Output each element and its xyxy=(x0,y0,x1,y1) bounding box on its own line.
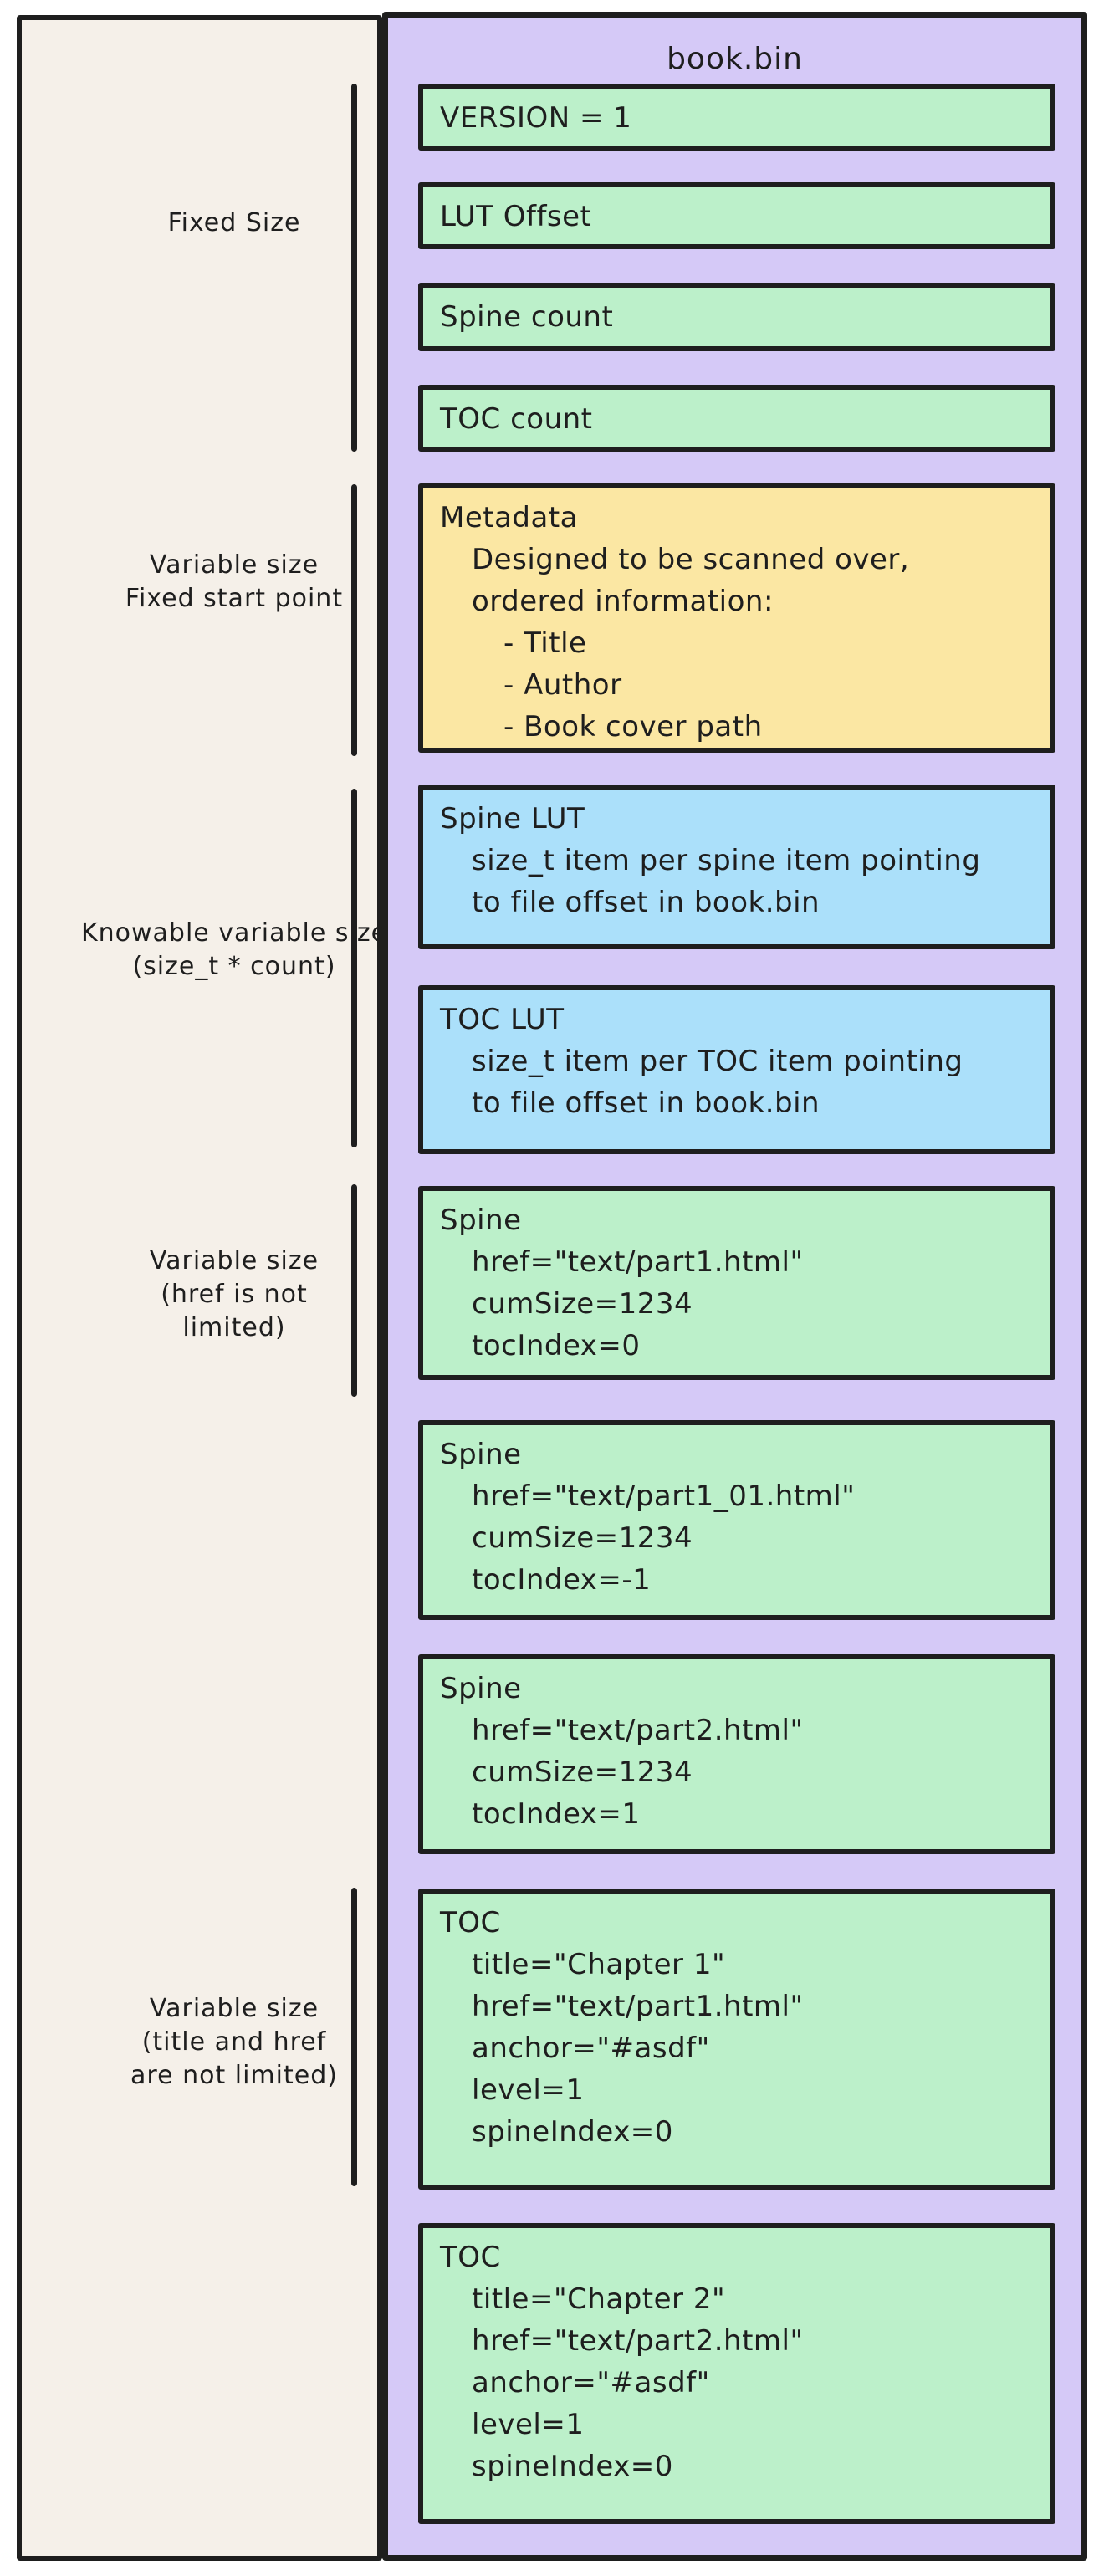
box-line: TOC xyxy=(440,2241,501,2274)
box-line: cumSize=1234 xyxy=(472,1287,693,1321)
range-label-line: Variable size xyxy=(149,550,319,580)
range-label-line: are not limited) xyxy=(130,2061,338,2090)
range-bracket xyxy=(351,484,357,756)
box-line: spineIndex=0 xyxy=(472,2450,673,2483)
box-line: - Author xyxy=(503,668,622,702)
box-line: href="text/part2.html" xyxy=(472,2324,804,2358)
range-bracket xyxy=(351,1888,357,2186)
box-version: VERSION = 1 xyxy=(418,84,1055,151)
box-spine-lut: Spine LUT size_t item per spine item poin… xyxy=(418,785,1055,949)
range-label-line: Variable size xyxy=(149,1246,319,1275)
box-line: size_t item per spine item pointing xyxy=(472,844,981,877)
range-label-line: Fixed start point xyxy=(125,584,344,613)
range-label: Variable size (title and href are not limi… xyxy=(67,1992,401,2093)
box-line: Spine xyxy=(440,1204,522,1237)
range-label-line: Knowable variable size xyxy=(80,918,388,948)
range-bracket xyxy=(351,1184,357,1397)
box-spine-count: Spine count xyxy=(418,283,1055,351)
range-label-line: Fixed Size xyxy=(167,208,301,238)
box-line: Spine xyxy=(440,1438,522,1471)
box-lut-offset: LUT Offset xyxy=(418,182,1055,249)
box-line: spineIndex=0 xyxy=(472,2115,673,2149)
box-line: to file offset in book.bin xyxy=(472,886,820,919)
box-line: anchor="#asdf" xyxy=(472,2366,710,2400)
range-label: Fixed Size xyxy=(67,207,401,240)
box-line: level=1 xyxy=(472,2408,585,2441)
range-bracket xyxy=(351,84,357,452)
box-line: Spine count xyxy=(440,300,614,334)
file-title: book.bin xyxy=(667,42,803,76)
box-spine-3: Spine href="text/part2.html" cumSize=1234 t… xyxy=(418,1654,1055,1854)
box-line: title="Chapter 1" xyxy=(472,1948,726,1981)
box-line: - Book cover path xyxy=(503,710,763,744)
box-line: href="text/part1.html" xyxy=(472,1990,804,2023)
box-line: tocIndex=1 xyxy=(472,1797,641,1831)
box-line: size_t item per TOC item pointing xyxy=(472,1045,963,1078)
box-spine-1: Spine href="text/part1.html" cumSize=1234 t… xyxy=(418,1186,1055,1380)
box-toc-lut: TOC LUT size_t item per TOC item pointing… xyxy=(418,985,1055,1154)
box-line: to file offset in book.bin xyxy=(472,1086,820,1120)
box-line: href="text/part1_01.html" xyxy=(472,1480,856,1513)
box-line: TOC count xyxy=(440,402,593,436)
box-toc-2: TOC title="Chapter 2" href="text/part2.htm… xyxy=(418,2223,1055,2524)
box-line: tocIndex=0 xyxy=(472,1329,641,1362)
box-line: anchor="#asdf" xyxy=(472,2032,710,2065)
box-toc-count: TOC count xyxy=(418,385,1055,452)
box-line: ordered information: xyxy=(472,585,774,618)
box-line: level=1 xyxy=(472,2073,585,2107)
annotation-panel xyxy=(17,15,382,2561)
box-line: Spine xyxy=(440,1672,522,1705)
box-line: Designed to be scanned over, xyxy=(472,543,910,576)
range-label-line: Variable size xyxy=(149,1994,319,2023)
box-line: - Title xyxy=(503,626,587,660)
box-line: cumSize=1234 xyxy=(472,1521,693,1555)
box-line: href="text/part1.html" xyxy=(472,1245,804,1279)
box-toc-1: TOC title="Chapter 1" href="text/part1.htm… xyxy=(418,1889,1055,2190)
box-line: href="text/part2.html" xyxy=(472,1714,804,1747)
range-label-line: (title and href xyxy=(141,2027,327,2057)
box-line: TOC LUT xyxy=(440,1003,565,1036)
range-label-line: (href is not xyxy=(161,1280,308,1309)
box-line: LUT Offset xyxy=(440,200,592,233)
box-line: cumSize=1234 xyxy=(472,1756,693,1789)
range-label: Variable size (href is not limited) xyxy=(67,1245,401,1345)
range-bracket xyxy=(351,789,357,1147)
box-line: Spine LUT xyxy=(440,802,585,836)
box-line: title="Chapter 2" xyxy=(472,2282,726,2316)
range-label-line: limited) xyxy=(182,1313,286,1342)
box-line: VERSION = 1 xyxy=(440,101,632,135)
box-line: tocIndex=-1 xyxy=(472,1563,652,1597)
box-line: TOC xyxy=(440,1906,501,1940)
box-line: Metadata xyxy=(440,501,579,534)
range-label-line: (size_t * count) xyxy=(132,952,336,981)
range-label: Knowable variable size (size_t * count) xyxy=(67,917,401,984)
box-spine-2: Spine href="text/part1_01.html" cumSize=12… xyxy=(418,1420,1055,1620)
